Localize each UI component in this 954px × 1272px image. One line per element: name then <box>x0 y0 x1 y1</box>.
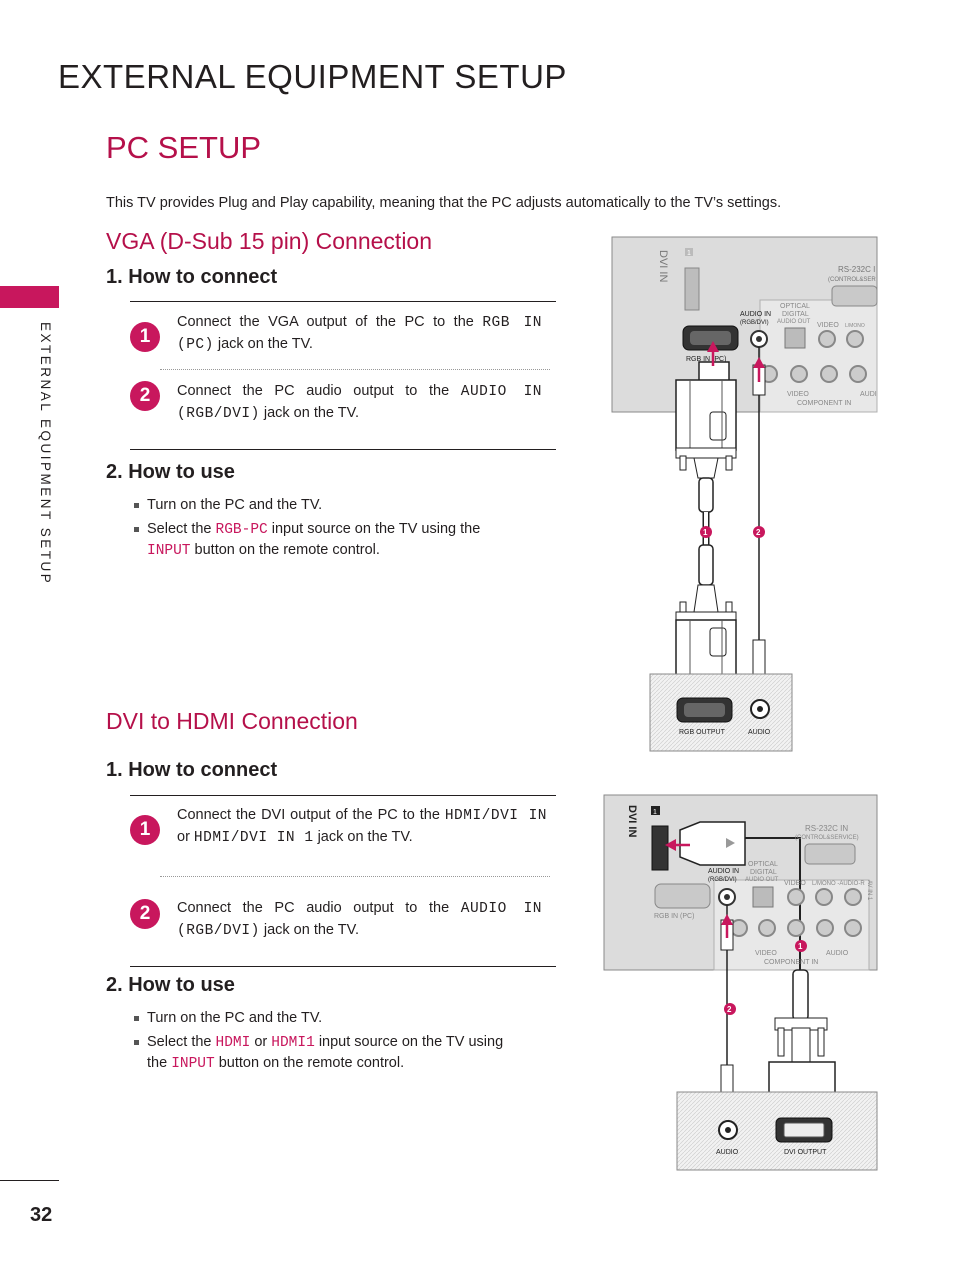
rs232-sub-label: (CONTROL&SER <box>828 277 876 283</box>
rgb-in-port-icon <box>654 883 711 909</box>
rgb-output-label: RGB OUTPUT <box>679 729 726 736</box>
cable-badge-1: 1 <box>703 528 708 537</box>
hdmi-port-icon <box>651 825 669 871</box>
keyword-rgb-in-pc: RGB IN (PC) <box>177 315 542 353</box>
rgb-in-label: RGB IN (PC) <box>686 356 726 363</box>
vga-use-item-1: Turn on the PC and the TV. <box>134 494 322 516</box>
keyword-hdmi-dvi-in-1: HDMI/DVI IN 1 <box>193 830 314 846</box>
dotted-divider <box>160 876 550 877</box>
video-sub-label: VIDEO <box>755 950 777 957</box>
audio-in-sub-label: (RGB/DVI) <box>740 320 769 326</box>
video-label: VIDEO <box>817 322 839 329</box>
dvi-output-label: DVI OUTPUT <box>784 1149 827 1156</box>
vga-section-title: VGA (D-Sub 15 pin) Connection <box>106 228 433 254</box>
digital-label: DIGITAL <box>750 869 777 876</box>
footer-rule <box>0 1180 59 1181</box>
vga-plug-top <box>675 379 737 451</box>
hdmi-logo-text: DVI IN <box>657 250 669 282</box>
cable-badge-2: 2 <box>756 528 761 537</box>
dvi-how-to-use-heading: 2. How to use <box>106 974 235 996</box>
step-badge-2: 2 <box>130 899 160 929</box>
dvi-use-item-2: Select the HDMI or HDMI1 input source on… <box>134 1031 503 1054</box>
vga-use-item-2-cont: INPUT button on the remote control. <box>147 542 380 559</box>
hdmi-port-number: 1 <box>653 809 657 816</box>
intro-text: This TV provides Plug and Play capabilit… <box>106 195 782 211</box>
keyword-hdmi1: HDMI1 <box>271 1035 315 1051</box>
keyword-input: INPUT <box>147 543 191 559</box>
hdmi-port-number: 1 <box>687 250 691 257</box>
cable-badge-2: 2 <box>727 1005 732 1014</box>
optical-label: OPTICAL <box>780 303 810 310</box>
video-sub-label: VIDEO <box>787 391 809 398</box>
hdmi-logo-text: DVI IN <box>626 805 638 837</box>
audio-out-label: AUDIO OUT <box>777 319 811 325</box>
audio-out-label: AUDIO OUT <box>745 877 779 883</box>
video-label: VIDEO <box>784 880 806 887</box>
rgb-in-label: RGB IN (PC) <box>654 913 694 920</box>
divider <box>130 449 556 450</box>
keyword-audio-in: AUDIO IN (RGB/DVI) <box>177 901 542 939</box>
dvi-use-item-1: Turn on the PC and the TV. <box>134 1007 322 1029</box>
divider <box>130 795 556 796</box>
dvi-step2-text: Connect the PC audio output to the AUDIO… <box>177 900 542 939</box>
keyword-audio-in: AUDIO IN (RGB/DVI) <box>177 384 542 422</box>
keyword-hdmi: HDMI <box>215 1035 251 1051</box>
av-in-label: AV IN 1 <box>866 880 872 901</box>
dotted-divider <box>160 369 550 370</box>
component-in-label: COMPONENT IN <box>764 959 818 966</box>
page-title: EXTERNAL EQUIPMENT SETUP <box>58 58 567 95</box>
audio-in-label: AUDIO IN <box>708 868 739 875</box>
rs232-label: RS-232C I <box>838 265 875 274</box>
keyword-rgb-pc: RGB-PC <box>215 522 268 538</box>
keyword-hdmi-dvi-in: HDMI/DVI IN <box>444 808 547 824</box>
mono-label: L/MONO <box>845 323 865 329</box>
page-number: 32 <box>30 1204 53 1226</box>
pc-audio-label: AUDIO <box>748 729 771 736</box>
hdmi-plug <box>679 821 746 866</box>
rs232-port-icon <box>804 843 856 865</box>
section-tab-marker <box>0 286 59 308</box>
pc-audio-label: AUDIO <box>716 1149 739 1156</box>
dvi-section-title: DVI to HDMI Connection <box>106 708 358 734</box>
audio-sub-label: AUDIO <box>826 950 849 957</box>
vga-step1-text: Connect the VGA output of the PC to the … <box>177 314 542 353</box>
dvi-diagram: DVI IN 1 RS-232C IN (CONTROL&SERVICE) AU… <box>603 794 878 1171</box>
keyword-input: INPUT <box>171 1056 215 1072</box>
dvi-use-item-2-cont: the INPUT button on the remote control. <box>147 1055 405 1072</box>
divider <box>130 966 556 967</box>
mono-audio-label: L/MONO -AUDIO-R <box>812 881 865 887</box>
component-in-label: COMPONENT IN <box>797 400 851 407</box>
audio-in-sub-label: (RGB/DVI) <box>708 877 737 883</box>
vga-diagram: DVI IN 1 RS-232C I (CONTROL&SER AUDIO IN… <box>611 236 878 752</box>
vga-how-to-connect-heading: 1. How to connect <box>106 266 278 288</box>
step-badge-2: 2 <box>130 381 160 411</box>
digital-label: DIGITAL <box>782 311 809 318</box>
vga-how-to-use-heading: 2. How to use <box>106 461 235 483</box>
vga-step2-text: Connect the PC audio output to the AUDIO… <box>177 383 542 422</box>
hdmi-port-icon <box>684 267 700 311</box>
audio-sub-label: AUDI <box>860 391 877 398</box>
optical-label: OPTICAL <box>748 861 778 868</box>
rs232-sub-label: (CONTROL&SERVICE) <box>795 835 859 841</box>
rs232-port-icon <box>831 285 878 307</box>
step-badge-1: 1 <box>130 322 160 352</box>
rs232-label: RS-232C IN <box>805 824 848 833</box>
dvi-step1-text: Connect the DVI output of the PC to the … <box>177 807 547 846</box>
dvi-how-to-connect-heading: 1. How to connect <box>106 759 278 781</box>
vga-use-item-2: Select the RGB-PC input source on the TV… <box>134 518 480 541</box>
section-title: PC SETUP <box>106 130 262 165</box>
step-badge-1: 1 <box>130 815 160 845</box>
cable-badge-1: 1 <box>798 942 803 951</box>
divider <box>130 301 556 302</box>
sidebar-label: EXTERNAL EQUIPMENT SETUP <box>38 322 53 586</box>
audio-in-label: AUDIO IN <box>740 311 771 318</box>
